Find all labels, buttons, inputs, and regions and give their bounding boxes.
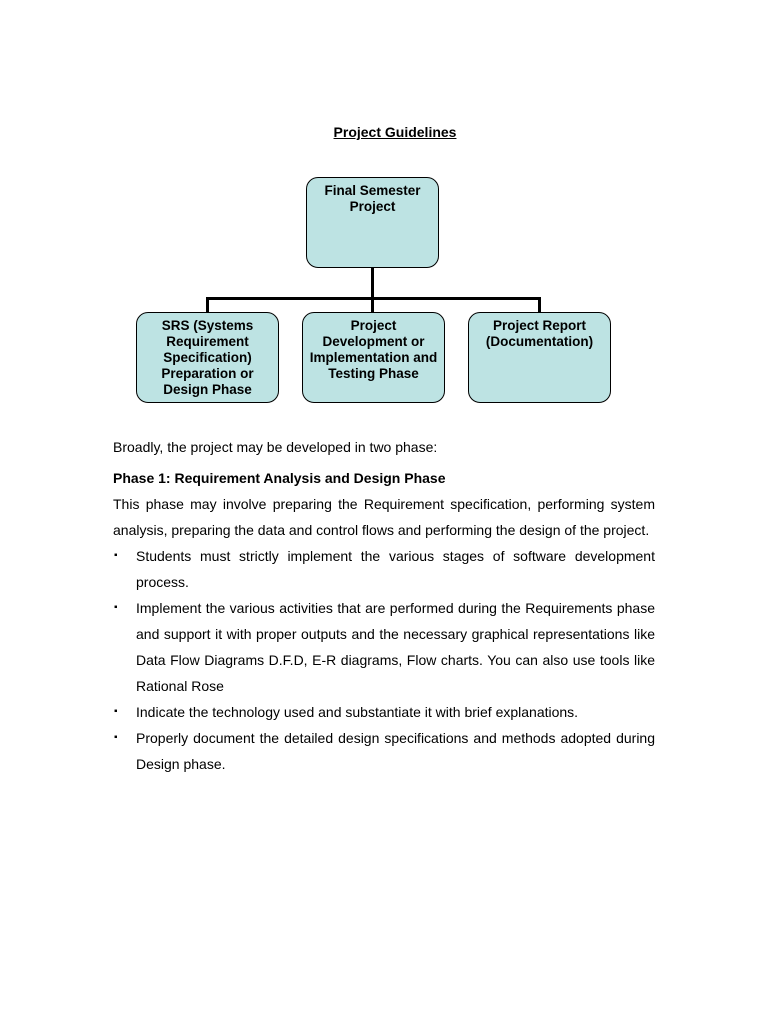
document-title: Project Guidelines [333, 124, 457, 140]
bullet-text: Properly document the detailed design sp… [136, 730, 655, 772]
body-text: Broadly, the project may be developed in… [113, 434, 655, 777]
list-item: ▪ Indicate the technology used and subst… [113, 699, 655, 725]
square-bullet-icon: ▪ [114, 550, 118, 561]
square-bullet-icon: ▪ [114, 602, 118, 613]
phase1-paragraph: This phase may involve preparing the Req… [113, 496, 655, 538]
chart-node-development: Project Development or Implementation an… [302, 312, 445, 403]
bullet-list: ▪ Students must strictly implement the v… [113, 543, 655, 777]
chart-node-root: Final Semester Project [306, 177, 439, 268]
bullet-text: Students must strictly implement the var… [136, 548, 655, 590]
list-item: ▪ Properly document the detailed design … [113, 725, 655, 777]
bullet-text: Implement the various activities that ar… [136, 600, 655, 694]
list-item: ▪ Implement the various activities that … [113, 595, 655, 699]
chart-node-report: Project Report (Documentation) [468, 312, 611, 403]
org-chart: Final Semester Project SRS (Systems Requ… [0, 0, 768, 420]
intro-paragraph: Broadly, the project may be developed in… [113, 439, 438, 455]
root-connector-line [371, 267, 374, 299]
square-bullet-icon: ▪ [114, 732, 118, 743]
middle-connector-line [371, 297, 374, 313]
left-connector-line [206, 297, 209, 313]
bullet-text: Indicate the technology used and substan… [136, 704, 579, 720]
right-connector-line [538, 297, 541, 313]
square-bullet-icon: ▪ [114, 706, 118, 717]
phase1-heading: Phase 1: Requirement Analysis and Design… [113, 470, 446, 486]
chart-node-srs: SRS (Systems Requirement Specification) … [136, 312, 279, 403]
list-item: ▪ Students must strictly implement the v… [113, 543, 655, 595]
